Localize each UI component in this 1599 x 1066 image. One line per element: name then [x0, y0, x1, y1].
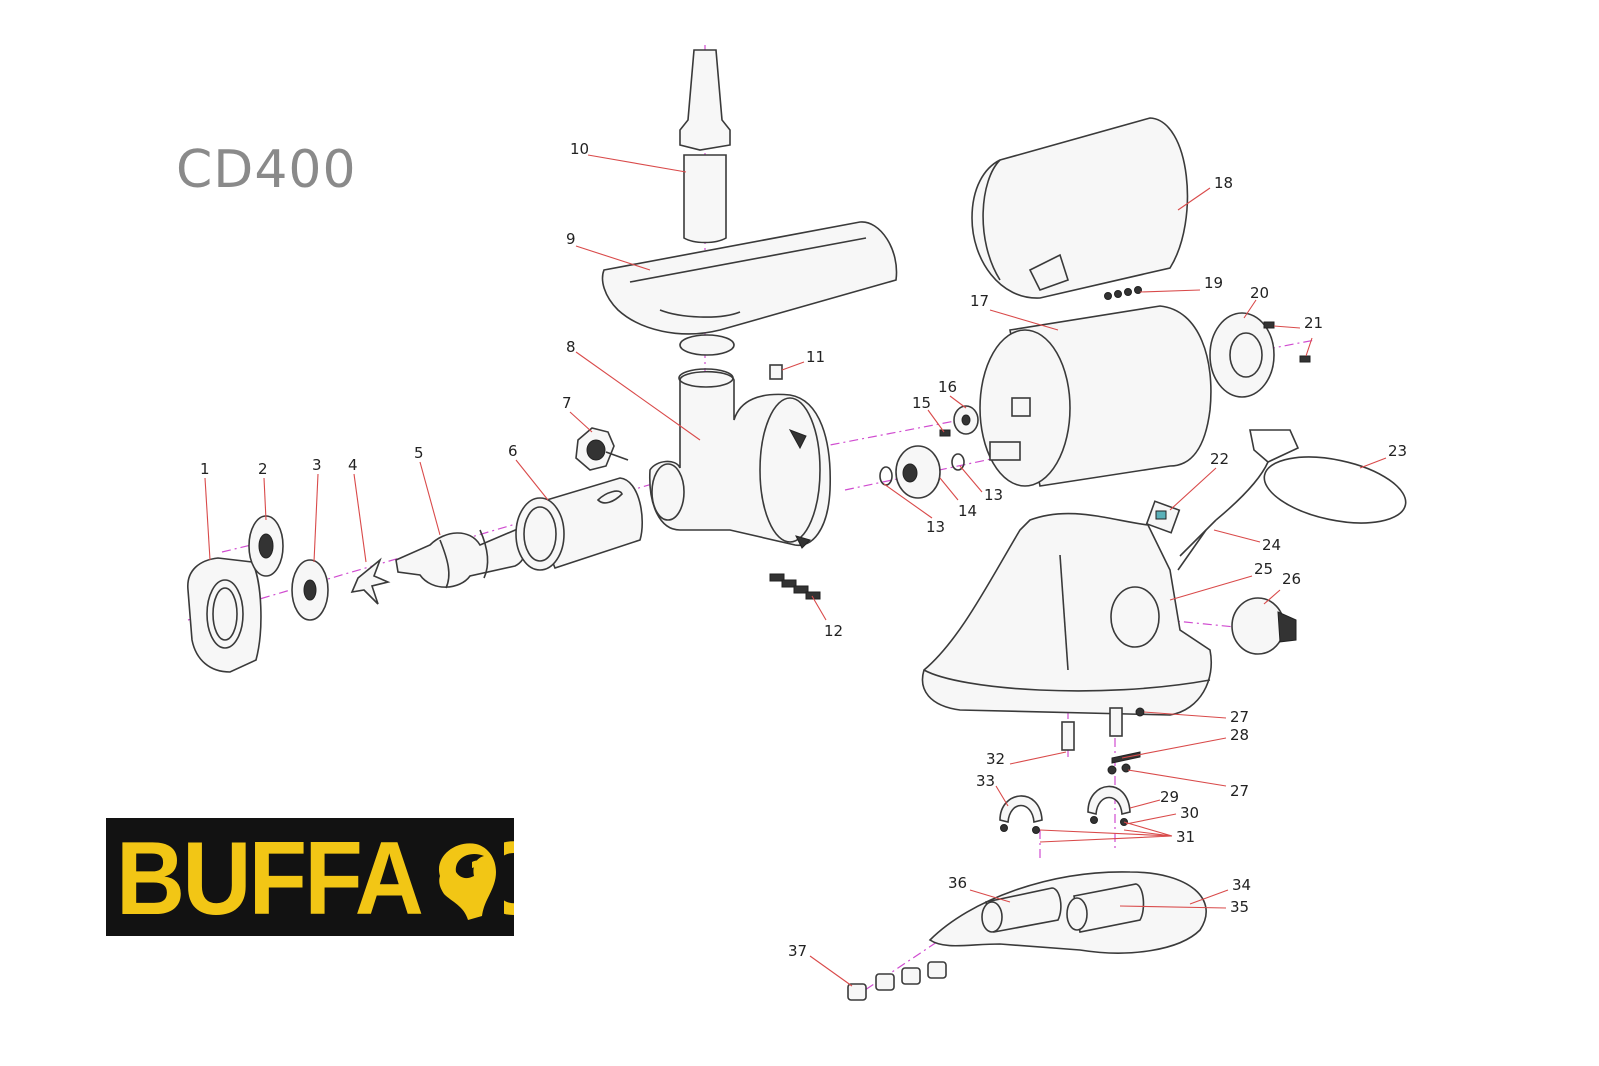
callout-23: 23: [1388, 442, 1407, 460]
callout-12: 12: [824, 622, 843, 640]
part-clamps: [999, 785, 1131, 834]
callout-labels: 1 2 3 4 5 6 7 8 9 10 11 12 13 13 14 15 1…: [200, 140, 1407, 960]
callout-36: 36: [948, 874, 967, 892]
callout-30: 30: [1180, 804, 1199, 822]
callout-9: 9: [566, 230, 576, 248]
callout-37: 37: [788, 942, 807, 960]
part-motor-cover: [971, 117, 1189, 299]
callout-7: 7: [562, 394, 572, 412]
callout-28: 28: [1230, 726, 1249, 744]
callout-29: 29: [1160, 788, 1179, 806]
callout-13-b: 13: [984, 486, 1003, 504]
part-plate-fine: [291, 559, 329, 621]
callout-27-b: 27: [1230, 782, 1249, 800]
part-knife: [350, 557, 391, 605]
part-pusher: [679, 49, 731, 244]
callout-24: 24: [1262, 536, 1281, 554]
part-power-cord: [1177, 429, 1407, 571]
callout-14: 14: [958, 502, 977, 520]
callout-22: 22: [1210, 450, 1229, 468]
part-selector-switch: [1231, 597, 1297, 655]
callout-17: 17: [970, 292, 989, 310]
callout-4: 4: [348, 456, 358, 474]
callout-21: 21: [1304, 314, 1323, 332]
part-ring-nut: [187, 557, 262, 673]
buffalo-head-icon: [426, 836, 504, 926]
part-grinder-head: [649, 368, 832, 549]
part-worm-screw: [395, 527, 528, 589]
callout-18: 18: [1214, 174, 1233, 192]
callout-27-a: 27: [1230, 708, 1249, 726]
callout-8: 8: [566, 338, 576, 356]
brand-logo: BUFFALO: [106, 818, 514, 936]
part-cap-screw: [769, 364, 783, 380]
callout-35: 35: [1230, 898, 1249, 916]
callout-20: 20: [1250, 284, 1269, 302]
part-rubber-feet: [847, 961, 947, 1001]
callout-2: 2: [258, 460, 268, 478]
part-meat-tray: [601, 221, 898, 356]
part-end-plate: [1209, 312, 1275, 398]
callout-11: 11: [806, 348, 825, 366]
part-bearing: [939, 405, 979, 437]
callout-6: 6: [508, 442, 518, 460]
part-locking-knob: [575, 427, 629, 471]
callout-33: 33: [976, 772, 995, 790]
callout-25: 25: [1254, 560, 1273, 578]
part-gear-washers: [879, 445, 965, 499]
callout-13-a: 13: [926, 518, 945, 536]
part-end-screws: [1263, 321, 1311, 363]
callout-19: 19: [1204, 274, 1223, 292]
callout-31: 31: [1176, 828, 1195, 846]
part-cover-screws: [1104, 286, 1142, 300]
callout-5: 5: [414, 444, 424, 462]
model-title: CD400: [176, 140, 357, 200]
callout-16: 16: [938, 378, 957, 396]
callout-3: 3: [312, 456, 322, 474]
part-capacitors: [981, 883, 1145, 933]
part-feed-cylinder: [515, 477, 643, 571]
callout-32: 32: [986, 750, 1005, 768]
callout-10: 10: [570, 140, 589, 158]
part-bolts: [769, 573, 821, 600]
callout-15: 15: [912, 394, 931, 412]
part-plate-coarse: [248, 515, 284, 577]
part-motor: [979, 305, 1212, 487]
part-base-housing: [921, 512, 1212, 716]
callout-26: 26: [1282, 570, 1301, 588]
leader-lines: [204, 154, 1387, 987]
part-feet-fasteners: [1061, 707, 1145, 775]
callout-1: 1: [200, 460, 210, 478]
callout-34: 34: [1232, 876, 1251, 894]
